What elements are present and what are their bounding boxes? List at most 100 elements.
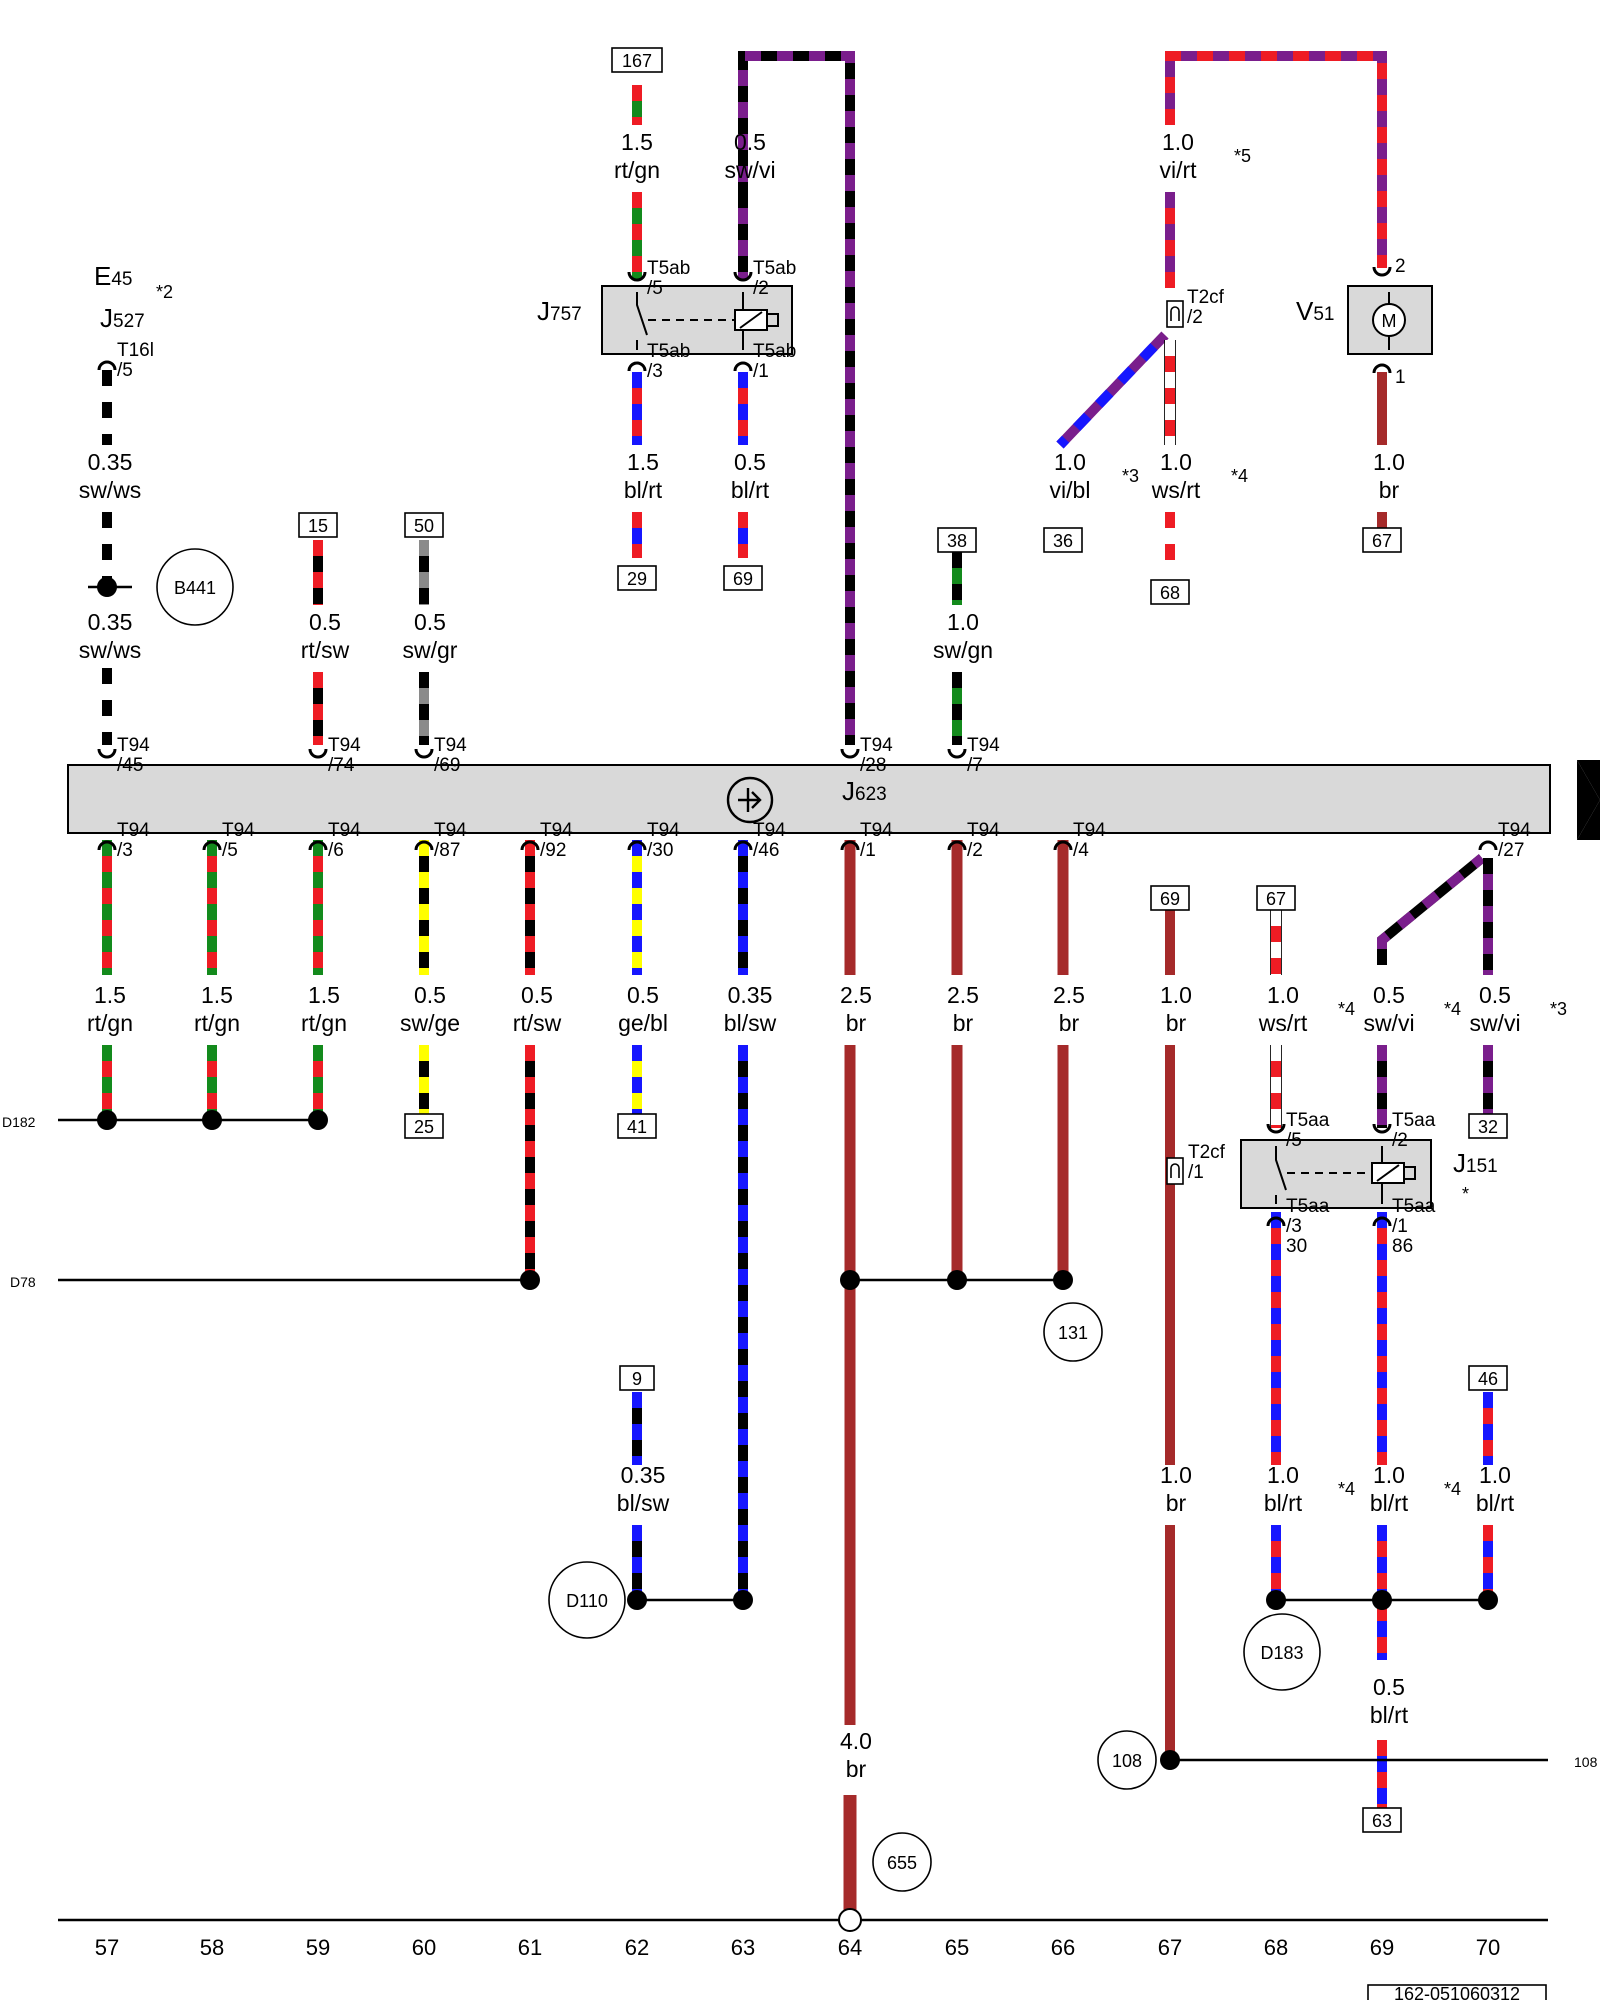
wire-color-w_e45: sw/ws — [79, 477, 142, 503]
wire-size-w29: 1.5 — [627, 449, 659, 475]
bus-number-63: 63 — [731, 1935, 755, 1960]
wire-size-w_vi_rt: 1.0 — [1162, 129, 1194, 155]
wire-size-b58: 1.5 — [201, 982, 233, 1008]
pin-label: /45 — [117, 755, 143, 776]
wire-color-b57: rt/gn — [87, 1010, 133, 1036]
pin-socket — [1266, 1123, 1286, 1134]
wire-color-b68: ws/rt — [1258, 1010, 1308, 1036]
wire-size-b62: 0.5 — [627, 982, 659, 1008]
bus-number-67: 67 — [1158, 1935, 1182, 1960]
plug-t2cf-1-pin — [1170, 1163, 1180, 1178]
pin-label: T94 — [540, 820, 573, 841]
plug-t2cf-2-pin — [1170, 306, 1180, 321]
wire-size-l62: 0.35 — [621, 1462, 666, 1488]
pin-label: /2 — [1187, 307, 1203, 328]
ground-point-label: 131 — [1058, 1323, 1088, 1343]
bus-number-70: 70 — [1476, 1935, 1500, 1960]
pin-label: /2 — [1392, 1130, 1408, 1151]
wire-note-w68: *4 — [1231, 466, 1248, 486]
pin-socket — [627, 361, 647, 372]
component-label-J151: J151 — [1453, 1148, 1498, 1178]
pin-label: /92 — [540, 840, 566, 861]
wire-color-b67: br — [1166, 1010, 1187, 1036]
pin-label: 1 — [1395, 367, 1406, 388]
wire-size-w38: 1.0 — [947, 609, 979, 635]
connector-box-36 — [1043, 527, 1083, 553]
component-label-V51: V51 — [1296, 296, 1334, 326]
pin-label: /5 — [647, 278, 663, 299]
wire-color-b60: sw/ge — [400, 1010, 460, 1036]
connector-box-label: 67 — [1266, 889, 1286, 909]
wire-size-w_vi_top: 0.5 — [734, 129, 766, 155]
pin-label: 86 — [1392, 1236, 1413, 1257]
connector-box-label: 69 — [733, 569, 753, 589]
j623-control-unit — [67, 764, 1551, 834]
wire-size-w69a: 0.5 — [734, 449, 766, 475]
ground-point-D110 — [548, 1561, 626, 1639]
connector-box-label: 46 — [1478, 1369, 1498, 1389]
ground-terminal — [838, 1908, 862, 1932]
wire-color-l69b: bl/rt — [1370, 1702, 1409, 1728]
wire-size-b60: 0.5 — [414, 982, 446, 1008]
connector-box-25 — [404, 1113, 444, 1139]
wire-size-b63: 0.35 — [728, 982, 773, 1008]
pin-socket — [308, 748, 328, 759]
wire-color-l67: br — [1166, 1490, 1187, 1516]
pin-label: /1 — [1392, 1216, 1408, 1237]
pin-socket — [840, 840, 860, 851]
wire-size-w67a: 1.0 — [1373, 449, 1405, 475]
wire-36-stripe — [1056, 331, 1169, 449]
wire-note-b69: *4 — [1444, 999, 1461, 1019]
pin-socket — [1372, 1123, 1392, 1134]
j151-switch-contact — [1275, 1146, 1287, 1204]
connector-box-63 — [1362, 1807, 1402, 1833]
pin-label: /4 — [1073, 840, 1089, 861]
pin-label: T94 — [860, 820, 893, 841]
j757-coil-wires — [739, 292, 779, 350]
pin-label: T94 — [1073, 820, 1106, 841]
pin-label: T94 — [647, 820, 680, 841]
bus-number-61: 61 — [518, 1935, 542, 1960]
pin-socket — [733, 840, 753, 851]
connector-box-label: 38 — [947, 531, 967, 551]
junction-dot — [947, 1270, 967, 1290]
wire-size-b59: 1.5 — [308, 982, 340, 1008]
junction-dot — [1160, 1750, 1180, 1770]
pin-socket — [202, 840, 222, 851]
connector-box-label: 67 — [1372, 531, 1392, 551]
plug-t2cf-1 — [1166, 1157, 1184, 1185]
ground-point-label: D110 — [566, 1591, 608, 1611]
wire-note-w_vi_rt: *5 — [1234, 146, 1251, 166]
pin-socket — [733, 361, 753, 372]
ground-point-D183 — [1243, 1613, 1321, 1691]
wire-color-b61: rt/sw — [513, 1010, 562, 1036]
pin-label: T5ab — [753, 258, 796, 279]
ground-point-label: 108 — [1112, 1751, 1142, 1771]
wire-note-l69: *4 — [1444, 1479, 1461, 1499]
connector-box-46 — [1468, 1365, 1508, 1391]
connector-box-29 — [617, 565, 657, 591]
wire-size-w36: 1.0 — [1054, 449, 1086, 475]
pin-label: T94 — [222, 820, 255, 841]
pin-socket — [1372, 1216, 1392, 1227]
connector-box-label: 25 — [414, 1117, 434, 1137]
pin-label: /1 — [753, 361, 769, 382]
wire-note-b68: *4 — [1338, 999, 1355, 1019]
pin-label: T5aa — [1286, 1196, 1330, 1217]
pin-label: T5ab — [647, 258, 690, 279]
pin-label: T2cf — [1187, 287, 1225, 308]
bus-number-59: 59 — [306, 1935, 330, 1960]
pin-label: T16l — [117, 340, 154, 361]
connector-box-38 — [937, 527, 977, 553]
connector-box-68 — [1150, 579, 1190, 605]
component-label-J527: J527 — [100, 303, 145, 333]
wire-size-b65: 2.5 — [947, 982, 979, 1008]
wire-color-w_vi_rt: vi/rt — [1159, 157, 1197, 183]
pin-socket — [1372, 266, 1392, 277]
wire-size-l69b: 0.5 — [1373, 1674, 1405, 1700]
pin-label: /87 — [434, 840, 460, 861]
pin-label: T94 — [328, 735, 361, 756]
junction-dot — [308, 1110, 328, 1130]
wire-color-b70: sw/vi — [1469, 1010, 1520, 1036]
